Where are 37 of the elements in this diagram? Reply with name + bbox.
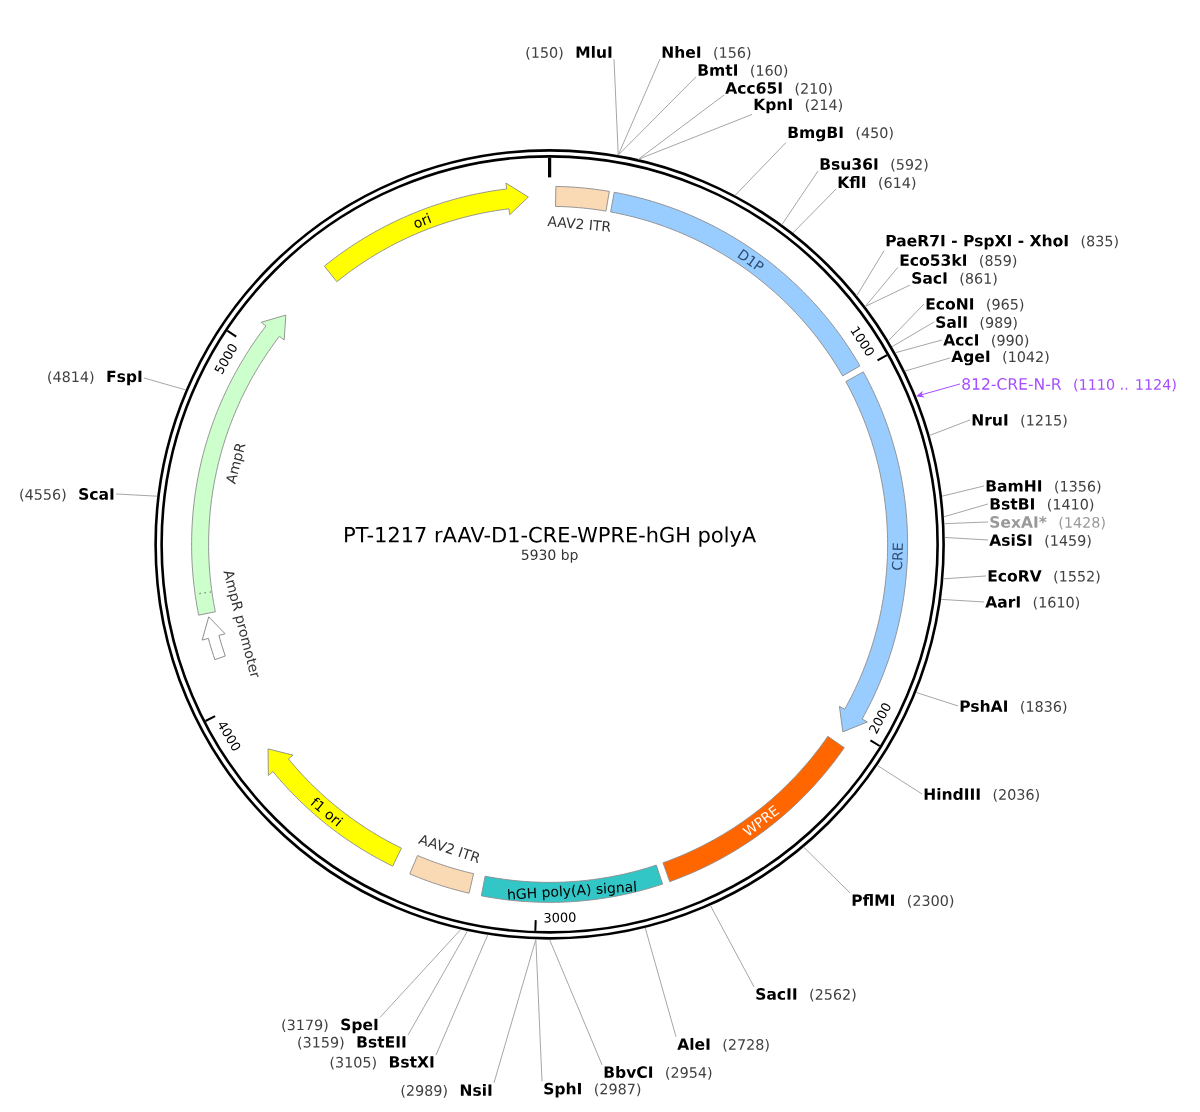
- leader-line: [943, 521, 989, 525]
- leader-line: [803, 846, 851, 894]
- leader-line: [942, 575, 987, 580]
- leader-line: [943, 503, 989, 518]
- leader-line: [734, 142, 787, 196]
- leader-line: [944, 537, 989, 541]
- leader-line: [638, 113, 753, 160]
- leader-line: [638, 94, 725, 160]
- leader-line: [644, 927, 677, 1038]
- leader-line: [617, 76, 697, 156]
- leader-line: [940, 598, 985, 603]
- leader-line: [535, 938, 543, 1082]
- leader-line: [864, 284, 911, 307]
- leader-line: [856, 250, 885, 297]
- leader-line: [617, 58, 661, 156]
- leader-line: [887, 303, 925, 342]
- leader-line: [941, 485, 985, 497]
- leader-line: [904, 357, 951, 372]
- leader-line: [709, 905, 755, 988]
- leader-line: [781, 170, 819, 226]
- leader-line: [915, 691, 959, 707]
- leader-line: [143, 377, 187, 391]
- leader-line: [549, 939, 603, 1066]
- leader-line: [876, 764, 923, 795]
- leader-line: [891, 321, 935, 348]
- leader-line: [115, 493, 158, 497]
- plasmid-name: PT-1217 rAAV-D1-CRE-WPRE-hGH polyA: [345, 526, 756, 547]
- leader-line: [894, 339, 943, 354]
- leader-line: [613, 58, 619, 156]
- leader-line: [929, 419, 971, 436]
- leader-line: [493, 938, 537, 1084]
- leader-line: [864, 266, 899, 307]
- leader-line: [916, 383, 961, 398]
- leader-line: [792, 188, 837, 234]
- leader-line: [379, 929, 462, 1018]
- leader-line: [407, 930, 468, 1036]
- leader-line: [435, 934, 489, 1056]
